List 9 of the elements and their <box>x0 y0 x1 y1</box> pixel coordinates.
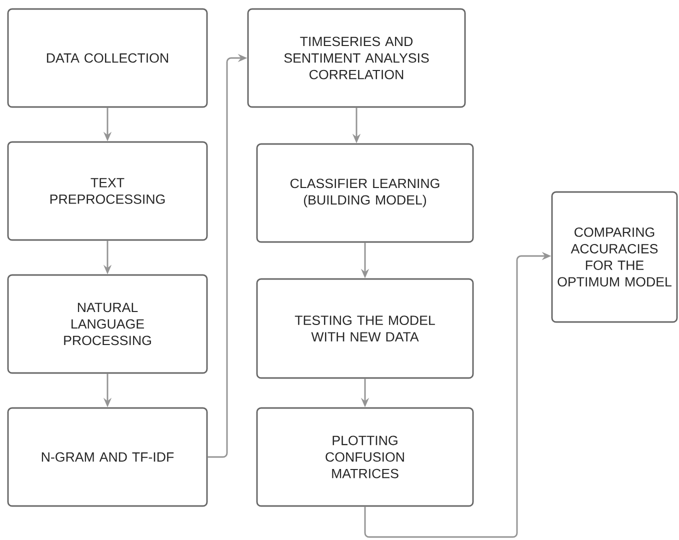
process-box: DATA COLLECTION <box>7 8 208 108</box>
process-box: NATURAL LANGUAGE PROCESSING <box>7 274 208 374</box>
process-box: TIMESERIES AND SENTIMENT ANALYSIS CORRELATION <box>247 8 466 108</box>
process-box: CLASSIFIER LEARNING (BUILDING MODEL) <box>256 143 474 243</box>
process-box: COMPARING ACCURACIES FOR THE OPTIMUM MODEL <box>551 191 678 323</box>
process-box: N-GRAM AND TF-IDF <box>7 407 208 507</box>
process-box: PLOTTING CONFUSION MATRICES <box>256 407 474 507</box>
process-box: TEXT PREPROCESSING <box>7 141 208 241</box>
process-box: TESTING THE MODEL WITH NEW DATA <box>256 278 474 379</box>
